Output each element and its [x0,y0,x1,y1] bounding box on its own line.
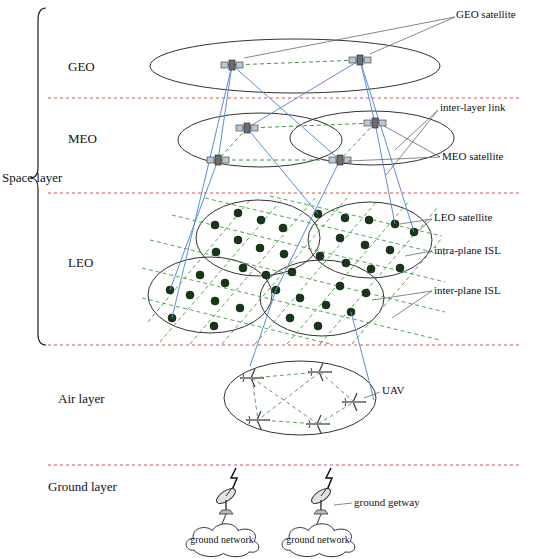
orbit-name: GEO [68,60,95,75]
isl-lattice [142,196,445,344]
orbit-name: MEO [68,132,97,147]
callout-label: intra-plane ISL [434,244,501,257]
ground-gateways [214,468,333,524]
layer-name: Space layer [2,171,62,186]
geo-meo-satellites [207,55,386,165]
layer-name: Ground layer [48,480,117,495]
cloud-text-holder: ground network [182,520,262,558]
callout-label: LEO satellite [434,211,492,224]
inter-layer-links [170,60,414,400]
layer-name: Air layer [58,392,105,407]
uav-links [252,372,354,424]
uav-planes [241,363,365,433]
leader-lines [244,17,455,505]
cloud-node: ground network [182,520,262,558]
callout-label: MEO satellite [442,150,503,163]
cloud-node: ground network [278,520,358,558]
orbit-ellipses [148,39,454,435]
cloud-text-holder: ground network [278,520,358,558]
callout-label: ground getway [354,496,420,509]
leo-satellites [166,209,418,330]
callout-label: inter-layer link [440,101,505,114]
callout-label: inter-plane ISL [434,284,501,297]
cloud-text: ground network [190,534,254,545]
orbit-name: LEO [68,256,93,271]
cloud-text: ground network [286,534,350,545]
geo-meo-isl [218,60,375,160]
callout-label: GEO satellite [456,8,516,21]
layer-separators [48,98,520,465]
callout-label: UAV [382,384,404,397]
